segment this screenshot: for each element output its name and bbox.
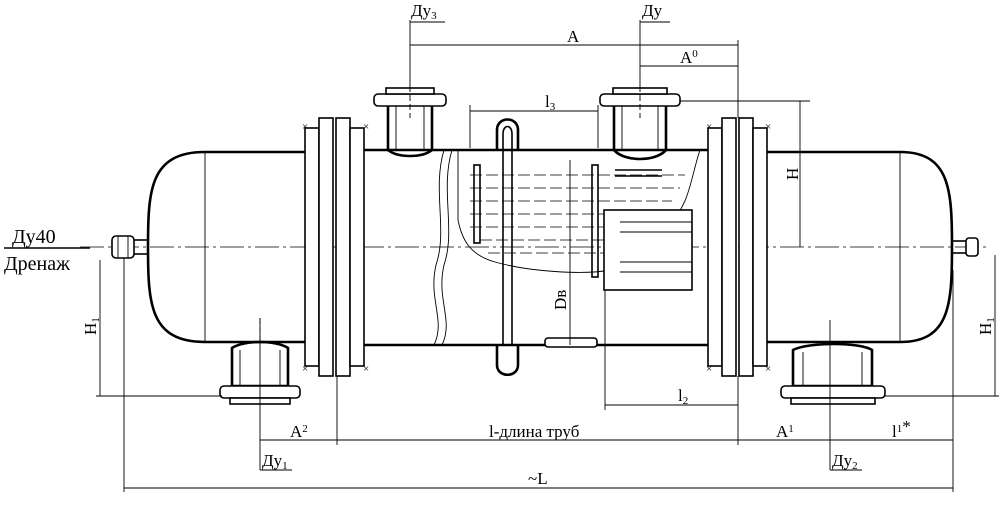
label-drain: Дренаж	[4, 253, 70, 275]
dim-label-l2: l2	[678, 386, 688, 407]
dim-label-H: H	[783, 168, 802, 180]
dim-label-tube-length: l-длина труб	[489, 422, 579, 441]
dim-label-L: ~L	[528, 469, 548, 488]
right-head	[765, 150, 954, 344]
dim-label-H1-right: H1	[976, 317, 997, 335]
left-flange-joint: × × × ×	[302, 117, 369, 377]
label-du: Ду	[642, 1, 663, 20]
label-du3: Ду3	[411, 1, 437, 22]
dim-label-l3: l3	[545, 92, 556, 113]
shell-bottom-nozzle	[544, 337, 598, 348]
dim-label-l1: l1*	[892, 417, 911, 441]
bolt-mark: ×	[706, 121, 712, 133]
expansion-joint	[495, 118, 520, 377]
label-drain-size: Ду40	[12, 226, 56, 248]
dim-label-A: A	[567, 27, 580, 46]
vent-nozzle	[952, 237, 979, 257]
bolt-mark: ×	[765, 121, 771, 133]
nozzle-du2	[780, 342, 886, 405]
dim-label-Dv: Dв	[551, 290, 570, 310]
label-du2: Ду2	[832, 451, 858, 472]
bolt-mark: ×	[363, 121, 369, 133]
bolt-mark: ×	[302, 121, 308, 133]
tube-bundle-cutaway	[457, 149, 701, 291]
dimension-lines	[4, 20, 999, 492]
dim-label-A1: A1	[776, 422, 794, 441]
left-head	[146, 150, 305, 344]
bolt-mark: ×	[363, 363, 369, 375]
dim-label-A2: A2	[290, 422, 308, 441]
bolt-mark: ×	[302, 363, 308, 375]
drain-nozzle	[111, 235, 148, 259]
dim-label-A0: A0	[680, 48, 698, 67]
bolt-mark: ×	[706, 363, 712, 375]
label-du1: Ду1	[262, 451, 288, 472]
bolt-mark: ×	[765, 363, 771, 375]
right-flange-joint: × × × ×	[706, 117, 771, 377]
dim-label-H1-left: H1	[81, 317, 102, 335]
